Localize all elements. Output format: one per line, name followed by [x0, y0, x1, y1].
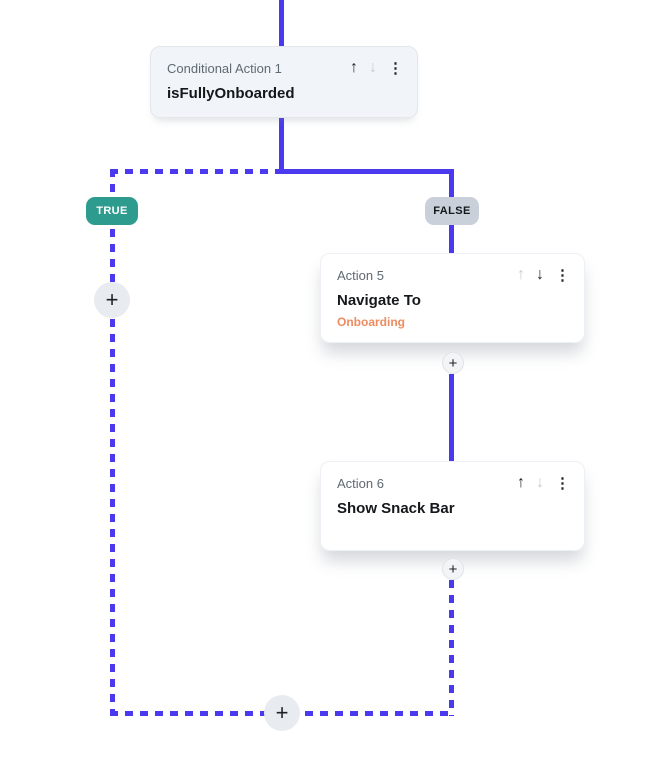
- true-branch-badge: TRUE: [86, 197, 138, 225]
- action-title: Navigate To: [337, 292, 421, 309]
- more-menu-icon[interactable]: ⋮: [555, 266, 570, 284]
- connector-action5-to-action6: [449, 374, 454, 464]
- card-header: Action 6 ↑ ↓ ⋮: [337, 475, 570, 491]
- action-number-label: Action 5: [337, 267, 384, 283]
- card-header: Action 5 ↑ ↓ ⋮: [337, 267, 570, 283]
- move-up-icon[interactable]: ↑: [517, 474, 525, 491]
- add-action-after-action6-button[interactable]: +: [442, 558, 464, 580]
- node-conditional-action-1[interactable]: Conditional Action 1 ↑ ↓ ⋮ isFullyOnboar…: [150, 46, 418, 118]
- move-down-icon: ↓: [369, 59, 377, 76]
- false-branch-badge: FALSE: [425, 197, 479, 225]
- connector-conditional-out: [279, 116, 284, 174]
- action-number-label: Conditional Action 1: [167, 60, 282, 76]
- card-controls: ↑ ↓ ⋮: [517, 267, 570, 283]
- connector-true-branch-v: [110, 169, 115, 716]
- action-number-label: Action 6: [337, 475, 384, 491]
- connector-action6-out-v: [449, 580, 454, 716]
- connector-true-branch-h: [110, 169, 282, 174]
- card-header: Conditional Action 1 ↑ ↓ ⋮: [167, 60, 403, 76]
- card-controls: ↑ ↓ ⋮: [517, 475, 570, 491]
- card-controls: ↑ ↓ ⋮: [350, 60, 403, 76]
- move-down-icon[interactable]: ↓: [536, 266, 544, 283]
- add-action-after-action5-button[interactable]: +: [442, 352, 464, 374]
- navigate-target: Onboarding: [337, 315, 405, 329]
- move-down-icon: ↓: [536, 474, 544, 491]
- action-title: Show Snack Bar: [337, 500, 455, 517]
- more-menu-icon[interactable]: ⋮: [388, 59, 403, 77]
- add-action-true-branch-button[interactable]: +: [94, 282, 130, 318]
- node-action-5[interactable]: Action 5 ↑ ↓ ⋮ Navigate To Onboarding: [320, 253, 585, 343]
- connector-top-incoming: [279, 0, 284, 47]
- move-up-icon[interactable]: ↑: [350, 59, 358, 76]
- move-up-icon: ↑: [517, 266, 525, 283]
- add-action-merge-button[interactable]: +: [264, 695, 300, 731]
- node-action-6[interactable]: Action 6 ↑ ↓ ⋮ Show Snack Bar: [320, 461, 585, 551]
- more-menu-icon[interactable]: ⋮: [555, 474, 570, 492]
- condition-name: isFullyOnboarded: [167, 85, 295, 102]
- connector-false-branch-h: [282, 169, 454, 174]
